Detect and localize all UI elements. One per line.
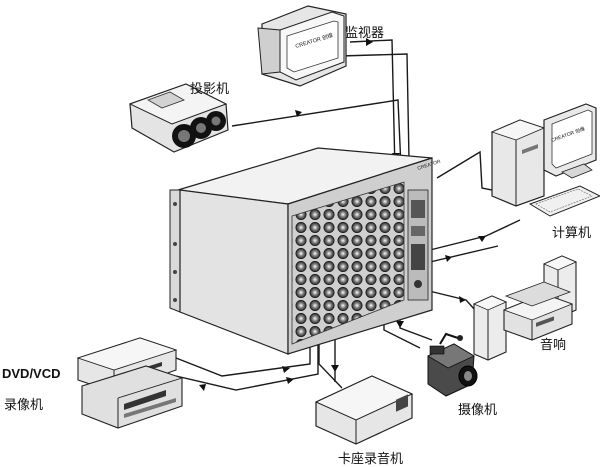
arrow-icon bbox=[478, 236, 486, 242]
matrix-switcher: CREATOR bbox=[169, 147, 442, 355]
monitor-device: CREATOR 创维 bbox=[257, 5, 347, 87]
arrow-icon bbox=[445, 255, 452, 262]
cable-arrows bbox=[199, 38, 486, 391]
arrow-icon bbox=[286, 377, 294, 384]
cassette-label: 卡座录音机 bbox=[338, 452, 404, 467]
dvd-label: DVD/VCD bbox=[2, 366, 61, 381]
arrow-icon bbox=[282, 366, 290, 373]
arrow-icon bbox=[295, 110, 302, 117]
audio-label: 音响 bbox=[540, 338, 567, 353]
projector-label: 投影机 bbox=[190, 82, 230, 97]
monitor-label: 监视器 bbox=[345, 26, 385, 41]
dvd-vcr-device bbox=[76, 337, 183, 429]
cable-computer-a bbox=[429, 219, 521, 251]
projector-device bbox=[128, 83, 229, 153]
cassette-deck-device bbox=[314, 375, 414, 445]
audio-device bbox=[473, 255, 577, 361]
arrow-icon bbox=[366, 38, 373, 46]
cable-audio bbox=[424, 289, 477, 312]
arrow-icon bbox=[199, 384, 206, 391]
camera-label: 摄像机 bbox=[458, 403, 498, 418]
arrow-icon bbox=[331, 365, 339, 372]
computer-label: 计算机 bbox=[552, 226, 592, 241]
camcorder-device bbox=[427, 332, 478, 397]
cable-computer-b bbox=[429, 245, 499, 263]
arrow-icon bbox=[459, 296, 466, 303]
arrow-icon bbox=[396, 321, 404, 328]
vcr-label: 录像机 bbox=[4, 398, 44, 413]
computer-device: CREATOR 创维 bbox=[490, 103, 600, 217]
